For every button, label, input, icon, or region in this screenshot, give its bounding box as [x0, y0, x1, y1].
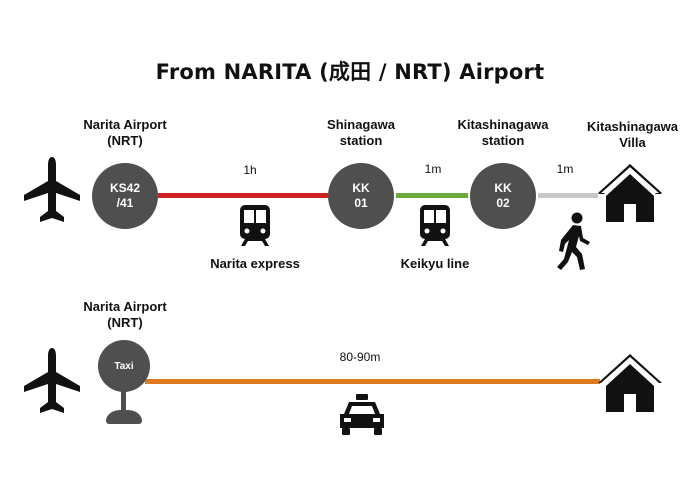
narita-express-line [158, 193, 328, 198]
station-kitashinagawa: KK 02 [470, 163, 536, 229]
taxi-sign-pole [121, 385, 126, 415]
taxi-origin-airport-label: Narita Airport (NRT) [83, 299, 167, 330]
train-icon [420, 205, 450, 246]
airplane-icon [24, 157, 80, 222]
destination-label: Kitashinagawa Villa [586, 119, 679, 150]
house-icon [598, 354, 662, 412]
seg1-duration: 1h [243, 163, 257, 177]
walking-person-icon [557, 212, 590, 270]
taxi-duration: 80-90m [339, 350, 381, 364]
narita-express-label: Narita express [210, 256, 300, 271]
origin-airport-label: Narita Airport (NRT) [83, 117, 167, 148]
taxi-sign-base [106, 410, 142, 424]
station-narita-airport: KS42 /41 [92, 163, 158, 229]
taxi-route-line [145, 379, 600, 384]
train-icon [240, 205, 270, 246]
kitashinagawa-station-label: Kitashinagawa station [457, 117, 549, 148]
keikyu-line [396, 193, 468, 198]
walking-path-line [538, 193, 598, 198]
station-shinagawa: KK 01 [328, 163, 394, 229]
house-icon [598, 164, 662, 222]
seg2-duration: 1m [424, 162, 442, 176]
taxi-icon [340, 394, 384, 435]
keikyu-line-label: Keikyu line [400, 256, 470, 271]
page-title: From NARITA (成田 / NRT) Airport [155, 60, 545, 84]
airplane-icon [24, 348, 80, 413]
seg3-duration: 1m [556, 162, 574, 176]
shinagawa-station-label: Shinagawa station [327, 117, 395, 148]
taxi-sign: Taxi [98, 340, 150, 392]
